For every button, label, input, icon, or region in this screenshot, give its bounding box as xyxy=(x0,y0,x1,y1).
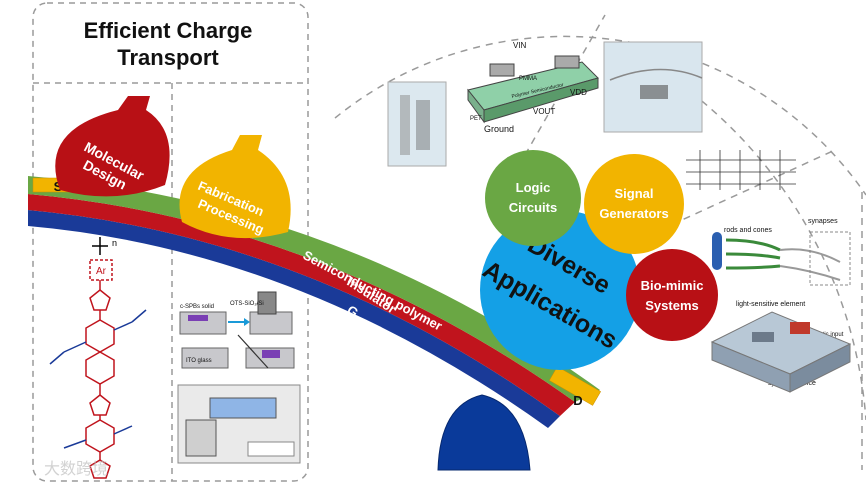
insulator-layer xyxy=(28,194,575,416)
vdd-label: VDD xyxy=(570,88,587,97)
gate-layer xyxy=(28,210,560,428)
vout-label: VOUT xyxy=(533,107,555,116)
synapses-label: synapses xyxy=(808,218,838,225)
left-frame xyxy=(32,2,309,482)
signal-label-2: Generators xyxy=(599,206,668,221)
light-element-label: light-sensitive element xyxy=(736,301,805,308)
bio-mimic-bubble xyxy=(626,249,718,341)
signal-generators-bubble xyxy=(584,154,684,254)
drain-electrode xyxy=(549,366,601,406)
fabrication-weight: Fabrication Processing xyxy=(179,135,291,239)
repeat-unit-n: n xyxy=(112,238,117,248)
signal-label-1: Signal xyxy=(614,186,653,201)
bio-illustration: rods and cones synapses light-sensitive … xyxy=(710,218,852,393)
bio-label-2: Systems xyxy=(645,298,698,313)
ots-label: OTS-SiO₂/Si xyxy=(230,301,264,307)
semiconductor-layer xyxy=(28,176,600,402)
fan-inner-arc xyxy=(659,69,866,421)
application-fan xyxy=(334,35,866,196)
source-label: S xyxy=(54,179,63,194)
ar-box xyxy=(89,259,113,281)
rods-label: rods and cones xyxy=(724,227,772,234)
fan-divider-2 xyxy=(659,149,836,231)
fabrication-process-panel: c-SPBs solid OTS-SiO₂/Si ITO glass xyxy=(177,291,301,464)
pmma-label: PMMA xyxy=(519,76,537,82)
ground-label: Ground xyxy=(484,124,514,134)
logic-label-2: Circuits xyxy=(509,200,557,215)
vin-label: VIN xyxy=(513,41,527,50)
fulcrum xyxy=(437,394,531,471)
device-schematic: VIN VDD VOUT Ground PET PMMA Polymer Sem… xyxy=(467,41,599,134)
bio-label-1: Bio-mimic xyxy=(641,278,704,293)
logic-circuits-bubble xyxy=(485,150,581,246)
pet-label: PET xyxy=(470,116,482,122)
solid-label: c-SPBs solid xyxy=(180,304,214,310)
ar-label: Ar xyxy=(96,266,107,277)
title-line-2: Transport xyxy=(117,45,219,70)
transistor-photo xyxy=(387,81,447,167)
logic-label-1: Logic xyxy=(516,180,551,195)
seesaw-beam xyxy=(28,176,600,428)
diverse-applications-bubble xyxy=(480,210,640,370)
watermark: 大数跨境 xyxy=(44,459,108,478)
ito-label: ITO glass xyxy=(186,358,212,364)
molecular-design-weight: Molecular Design xyxy=(55,96,170,197)
title-line-1: Efficient Charge xyxy=(84,18,253,43)
signal-circuit xyxy=(686,150,796,190)
signal-photo xyxy=(603,41,703,133)
chemical-structure: n Ar xyxy=(49,237,147,479)
drain-label: D xyxy=(573,393,582,408)
